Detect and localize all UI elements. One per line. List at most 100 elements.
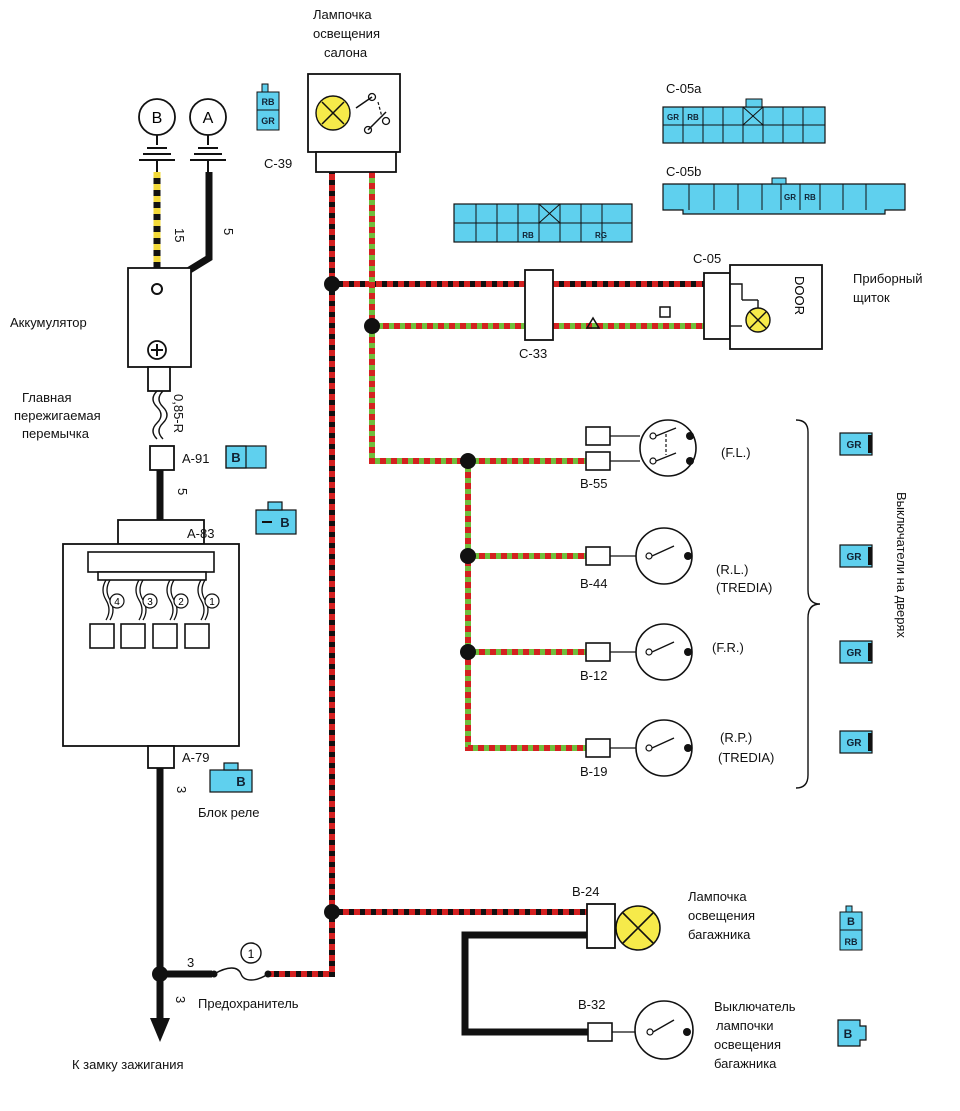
trunk-switch-label-3: освещения (714, 1037, 781, 1052)
fusible-link-label-3: перемычка (22, 426, 90, 441)
svg-text:3: 3 (147, 597, 153, 608)
b19-label: B-19 (580, 764, 607, 779)
wire-5-mid-label: 5 (175, 488, 190, 495)
trunk-lamp-label-3: багажника (688, 927, 751, 942)
svg-text:B: B (844, 1027, 853, 1041)
trunk-switch-label-1: Выключатель (714, 999, 796, 1014)
battery-label: Аккумулятор (10, 315, 87, 330)
c05b-label: C-05b (666, 164, 701, 179)
trunk-switch-label-2: лампочки (716, 1018, 773, 1033)
wire-5-top-label: 5 (221, 228, 236, 235)
junction-dots (152, 276, 476, 982)
b44-label: B-44 (580, 576, 607, 591)
svg-text:GR: GR (261, 116, 275, 126)
triangle-symbol (585, 316, 601, 329)
a91-connector (149, 445, 175, 471)
a91-label: A-91 (182, 451, 209, 466)
b12-label: B-12 (580, 668, 607, 683)
a83-label: A-83 (187, 526, 214, 541)
svg-text:B: B (236, 774, 245, 789)
terminal-b: B (138, 98, 176, 172)
b32-label: B-32 (578, 997, 605, 1012)
wire-15-label: 15 (172, 228, 187, 242)
instrument-panel-label-1: Приборный (853, 271, 923, 286)
rp-label-1: (R.P.) (720, 730, 752, 745)
fusible-link (152, 390, 168, 440)
c33-connector (524, 269, 554, 341)
c05a-label: C-05a (666, 81, 702, 96)
b24-connector-icon: B RB (839, 905, 863, 951)
terminal-a: A (189, 98, 227, 172)
svg-text:RB: RB (845, 937, 858, 947)
fusible-link-label-2: пережигаемая (14, 408, 101, 423)
svg-text:B: B (231, 450, 240, 465)
instrument-panel-label-2: щиток (853, 290, 890, 305)
switch-fl (585, 419, 697, 477)
switch-rp (585, 719, 693, 777)
b24-label: B-24 (572, 884, 599, 899)
red-black-wires (268, 172, 704, 977)
gr-connector-icons: GR GR GR GR (839, 432, 873, 754)
a83-connector-icon: B (255, 501, 297, 535)
svg-text:GR: GR (847, 648, 863, 659)
a79-connector-icon: B (209, 762, 253, 793)
salon-lamp (307, 73, 401, 173)
wire-3-top-label: 3 (174, 786, 189, 793)
svg-text:GR: GR (784, 193, 796, 202)
rl-label-2: (TREDIA) (716, 580, 772, 595)
c39-label: C-39 (264, 156, 292, 171)
svg-text:RB: RB (262, 97, 275, 107)
salon-lamp-label-2: освещения (313, 26, 380, 41)
svg-text:GR: GR (847, 440, 863, 451)
door-switches-label: Выключатели на дверях (894, 492, 909, 638)
svg-text:RG: RG (595, 231, 607, 240)
trunk-lamp-label-1: Лампочка (688, 889, 747, 904)
fuse-label: Предохранитель (198, 996, 299, 1011)
svg-text:GR: GR (667, 113, 679, 122)
square-symbol (659, 306, 671, 318)
door-switches-brace (795, 419, 821, 789)
fusible-link-label-1: Главная (22, 390, 71, 405)
fuse-number: 1 (248, 947, 255, 961)
trunk-lamp-label-2: освещения (688, 908, 755, 923)
a79-label: A-79 (182, 750, 209, 765)
relay-block-label: Блок реле (198, 805, 260, 820)
terminal-b-label: B (152, 110, 163, 127)
c05-connector-icon: RB RG (453, 203, 633, 243)
svg-text:B: B (280, 515, 289, 530)
to-ignition-label: К замку зажигания (72, 1057, 184, 1072)
svg-text:RB: RB (522, 231, 534, 240)
svg-text:GR: GR (847, 552, 863, 563)
svg-text:B: B (847, 916, 855, 928)
rp-label-2: (TREDIA) (718, 750, 774, 765)
switch-rl (585, 527, 693, 585)
salon-lamp-label-3: салона (324, 45, 368, 60)
door-label: DOOR (792, 276, 807, 315)
a91-connector-icon: B (225, 445, 267, 469)
c39-connector-icon: RB GR (256, 83, 280, 131)
wire-085r-label: 0,85-R (171, 394, 186, 433)
relay-block: 4 3 2 1 (62, 519, 240, 769)
svg-text:2: 2 (178, 597, 184, 608)
trunk-switch (587, 1000, 694, 1060)
c05b-connector-icon: GR RB (662, 177, 906, 215)
instrument-panel: DOOR (703, 264, 823, 350)
b55-label: B-55 (580, 476, 607, 491)
svg-text:RB: RB (687, 113, 699, 122)
wire-3-mid-label: 3 (187, 955, 194, 970)
arrow-to-ignition (150, 1018, 170, 1042)
wire-trunk-black (461, 931, 588, 1036)
svg-text:4: 4 (114, 597, 120, 608)
svg-text:1: 1 (209, 597, 215, 608)
c33-label: C-33 (519, 346, 547, 361)
fuse: 1 (210, 942, 272, 981)
fl-label: (F.L.) (721, 445, 751, 460)
terminal-a-label: A (203, 110, 214, 127)
switch-fr (585, 623, 693, 681)
c05a-connector-icon: GR RB (662, 98, 826, 144)
svg-text:RB: RB (804, 193, 816, 202)
wire-3-low-label: 3 (173, 996, 188, 1003)
salon-lamp-label-1: Лампочка (313, 7, 372, 22)
fr-label: (F.R.) (712, 640, 744, 655)
